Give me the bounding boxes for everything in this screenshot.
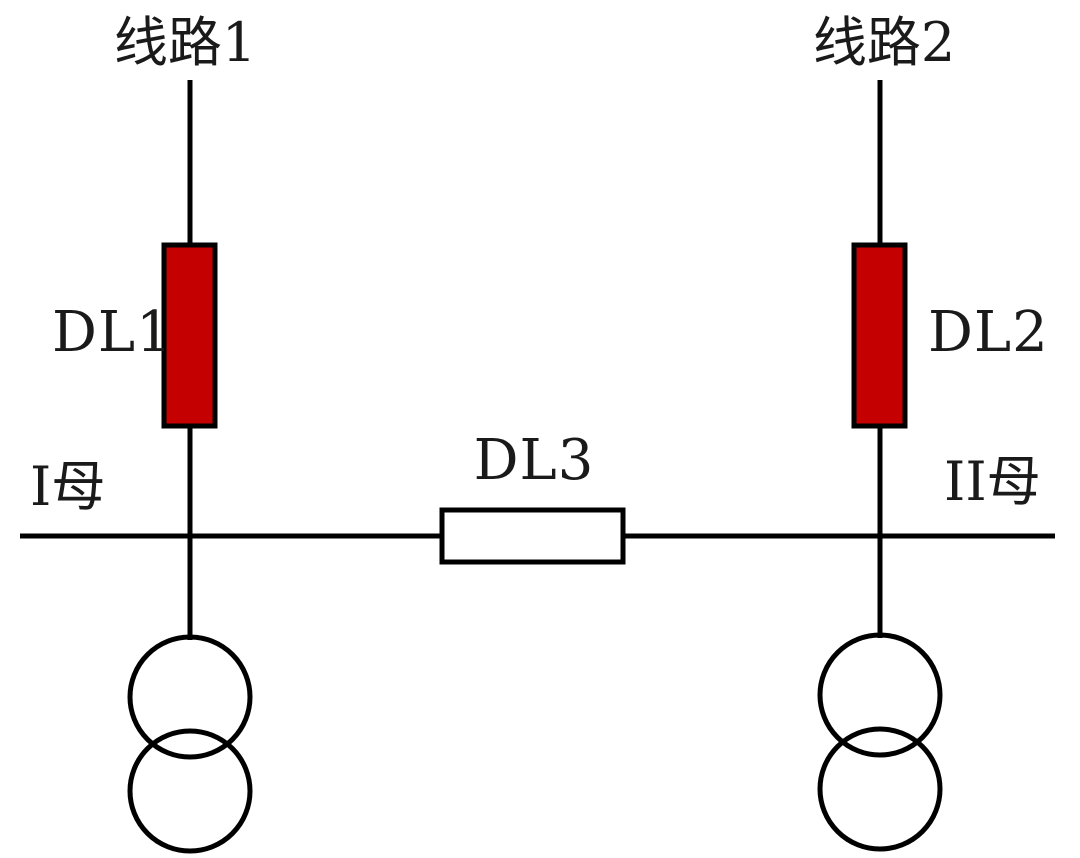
transformer2-primary-winding-circle xyxy=(817,632,943,758)
transformer2-secondary-winding-circle xyxy=(817,726,943,852)
breaker1-label: DL1 xyxy=(52,300,173,365)
bus2-label: II母 xyxy=(944,450,1041,513)
bus-tie-breaker-label: DL3 xyxy=(473,428,595,493)
transformer1-secondary-winding-circle xyxy=(127,728,253,854)
breaker1-symbol xyxy=(161,242,218,429)
bus-tie-breaker-symbol xyxy=(439,507,626,565)
transformer1-primary-winding-circle xyxy=(127,634,253,760)
breaker2-label: DL2 xyxy=(928,300,1049,365)
feeder2-label: 线路2 xyxy=(812,11,956,74)
breaker2-symbol xyxy=(851,242,908,429)
bus1-label: I母 xyxy=(30,455,106,518)
feeder1-label: 线路1 xyxy=(113,11,257,74)
